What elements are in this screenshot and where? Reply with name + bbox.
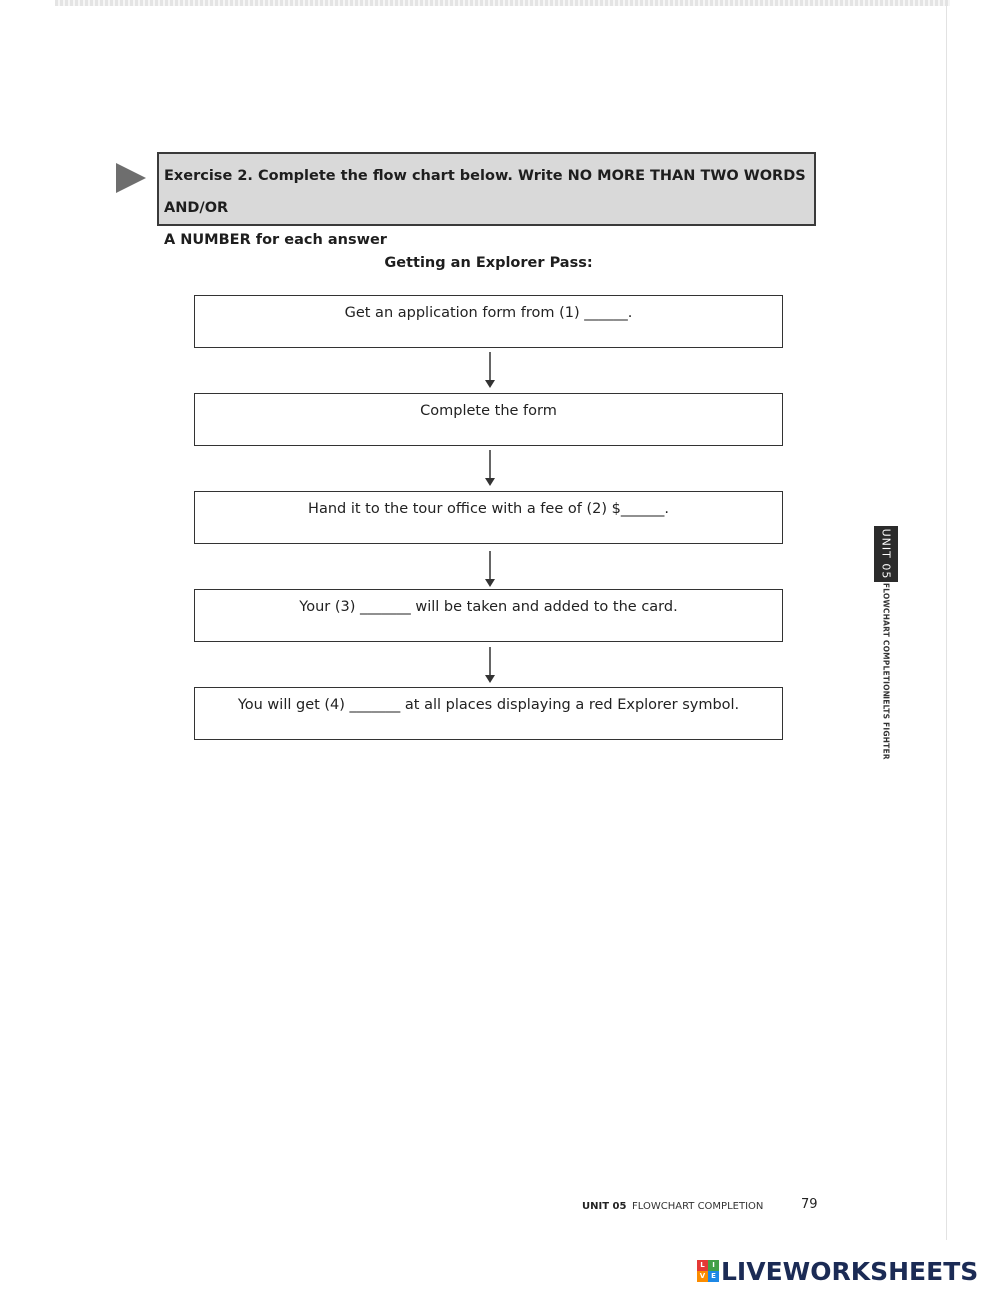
pointer-triangle-icon (116, 163, 146, 193)
instruction-line-2: A NUMBER for each answer (164, 232, 387, 248)
flowchart-step-4: Your (3) _______ will be taken and added… (194, 589, 783, 642)
flowchart-title: Getting an Explorer Pass: (384, 255, 593, 271)
arrow-down-icon (485, 450, 495, 486)
footer-unit-label: UNIT 05 (582, 1201, 627, 1212)
logo-letter-v: V (697, 1271, 708, 1282)
flowchart-step-2: Complete the form (194, 393, 783, 446)
side-unit-label: UNIT 05 (879, 528, 893, 580)
side-book-label: IELTS FIGHTER (881, 696, 891, 760)
logo-letter-i: I (708, 1260, 719, 1271)
liveworksheets-brand: LIVEWORKSHEETS (721, 1256, 979, 1286)
liveworksheets-logo[interactable]: L I V E LIVEWORKSHEETS (697, 1256, 978, 1286)
exercise-instruction-box: Exercise 2. Complete the flow chart belo… (157, 152, 816, 248)
arrow-down-icon (485, 352, 495, 388)
arrow-down-icon (485, 647, 495, 683)
footer-section-label: FLOWCHART COMPLETION (632, 1201, 764, 1212)
flowchart-step-1: Get an application form from (1) ______. (194, 295, 783, 348)
page-number: 79 (801, 1197, 818, 1212)
flowchart-step-3: Hand it to the tour office with a fee of… (194, 491, 783, 544)
liveworksheets-logo-icon: L I V E (697, 1260, 719, 1282)
scan-top-edge (55, 0, 950, 6)
instruction-line-1: Exercise 2. Complete the flow chart belo… (164, 168, 806, 216)
side-section-label: FLOWCHART COMPLETION (881, 582, 891, 698)
arrow-down-icon (485, 551, 495, 587)
logo-letter-e: E (708, 1271, 719, 1282)
scan-right-edge (946, 0, 947, 1240)
side-unit-tab: UNIT 05 (874, 526, 898, 582)
logo-letter-l: L (697, 1260, 708, 1271)
flowchart-step-5: You will get (4) _______ at all places d… (194, 687, 783, 740)
